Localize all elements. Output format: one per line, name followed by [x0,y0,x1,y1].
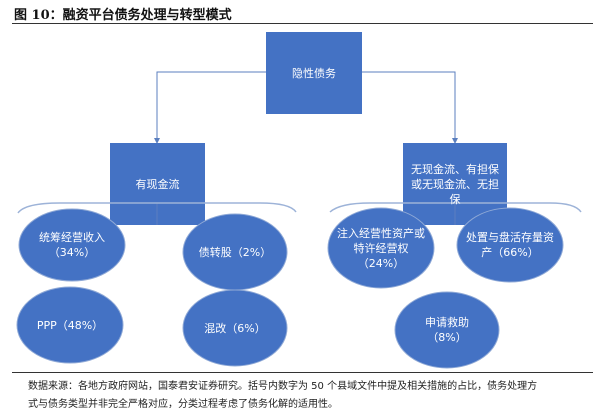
source-note-line2: 式与债务类型并非完全严格对应，分类过程考虑了债务化解的适用性。 [28,399,338,410]
source-note-line1: 数据来源：各地方政府网站，国泰君安证券研究。括号内数字为 50 个县域文件中提及… [28,381,538,392]
node-label: 债转股（2%） [198,245,272,259]
figure-title: 图 10：融资平台债务处理与转型模式 [14,8,232,23]
bottom-rule [12,372,593,373]
branch-label-left: 有现金流 [135,177,180,191]
root-box [266,32,362,114]
branch-label-right: 无现金流、有担保或无现金流、无担保 [411,162,499,206]
node-label: 申请救助（8%） [425,316,469,344]
node-label: 统筹经营收入（34%） [39,231,105,259]
node-ellipse [18,208,126,282]
bracket-right [329,202,582,213]
top-rule [12,23,593,24]
connector-right [362,71,458,144]
node-ellipse [456,207,564,283]
node-ellipse [327,207,435,289]
node-label: 处置与盘活存量资产（66%） [466,231,554,259]
node-ellipse [394,291,500,369]
node-label: 注入经营性资产或特许经营权（24%） [337,226,425,270]
node-ellipse [16,286,124,364]
node-label: 混改（6%） [204,321,266,335]
root-label: 隐性债务 [292,66,336,80]
connector-left [154,71,266,144]
node-label: PPP（48%） [36,318,104,332]
node-ellipse [182,289,288,367]
bracket-left [17,202,297,214]
